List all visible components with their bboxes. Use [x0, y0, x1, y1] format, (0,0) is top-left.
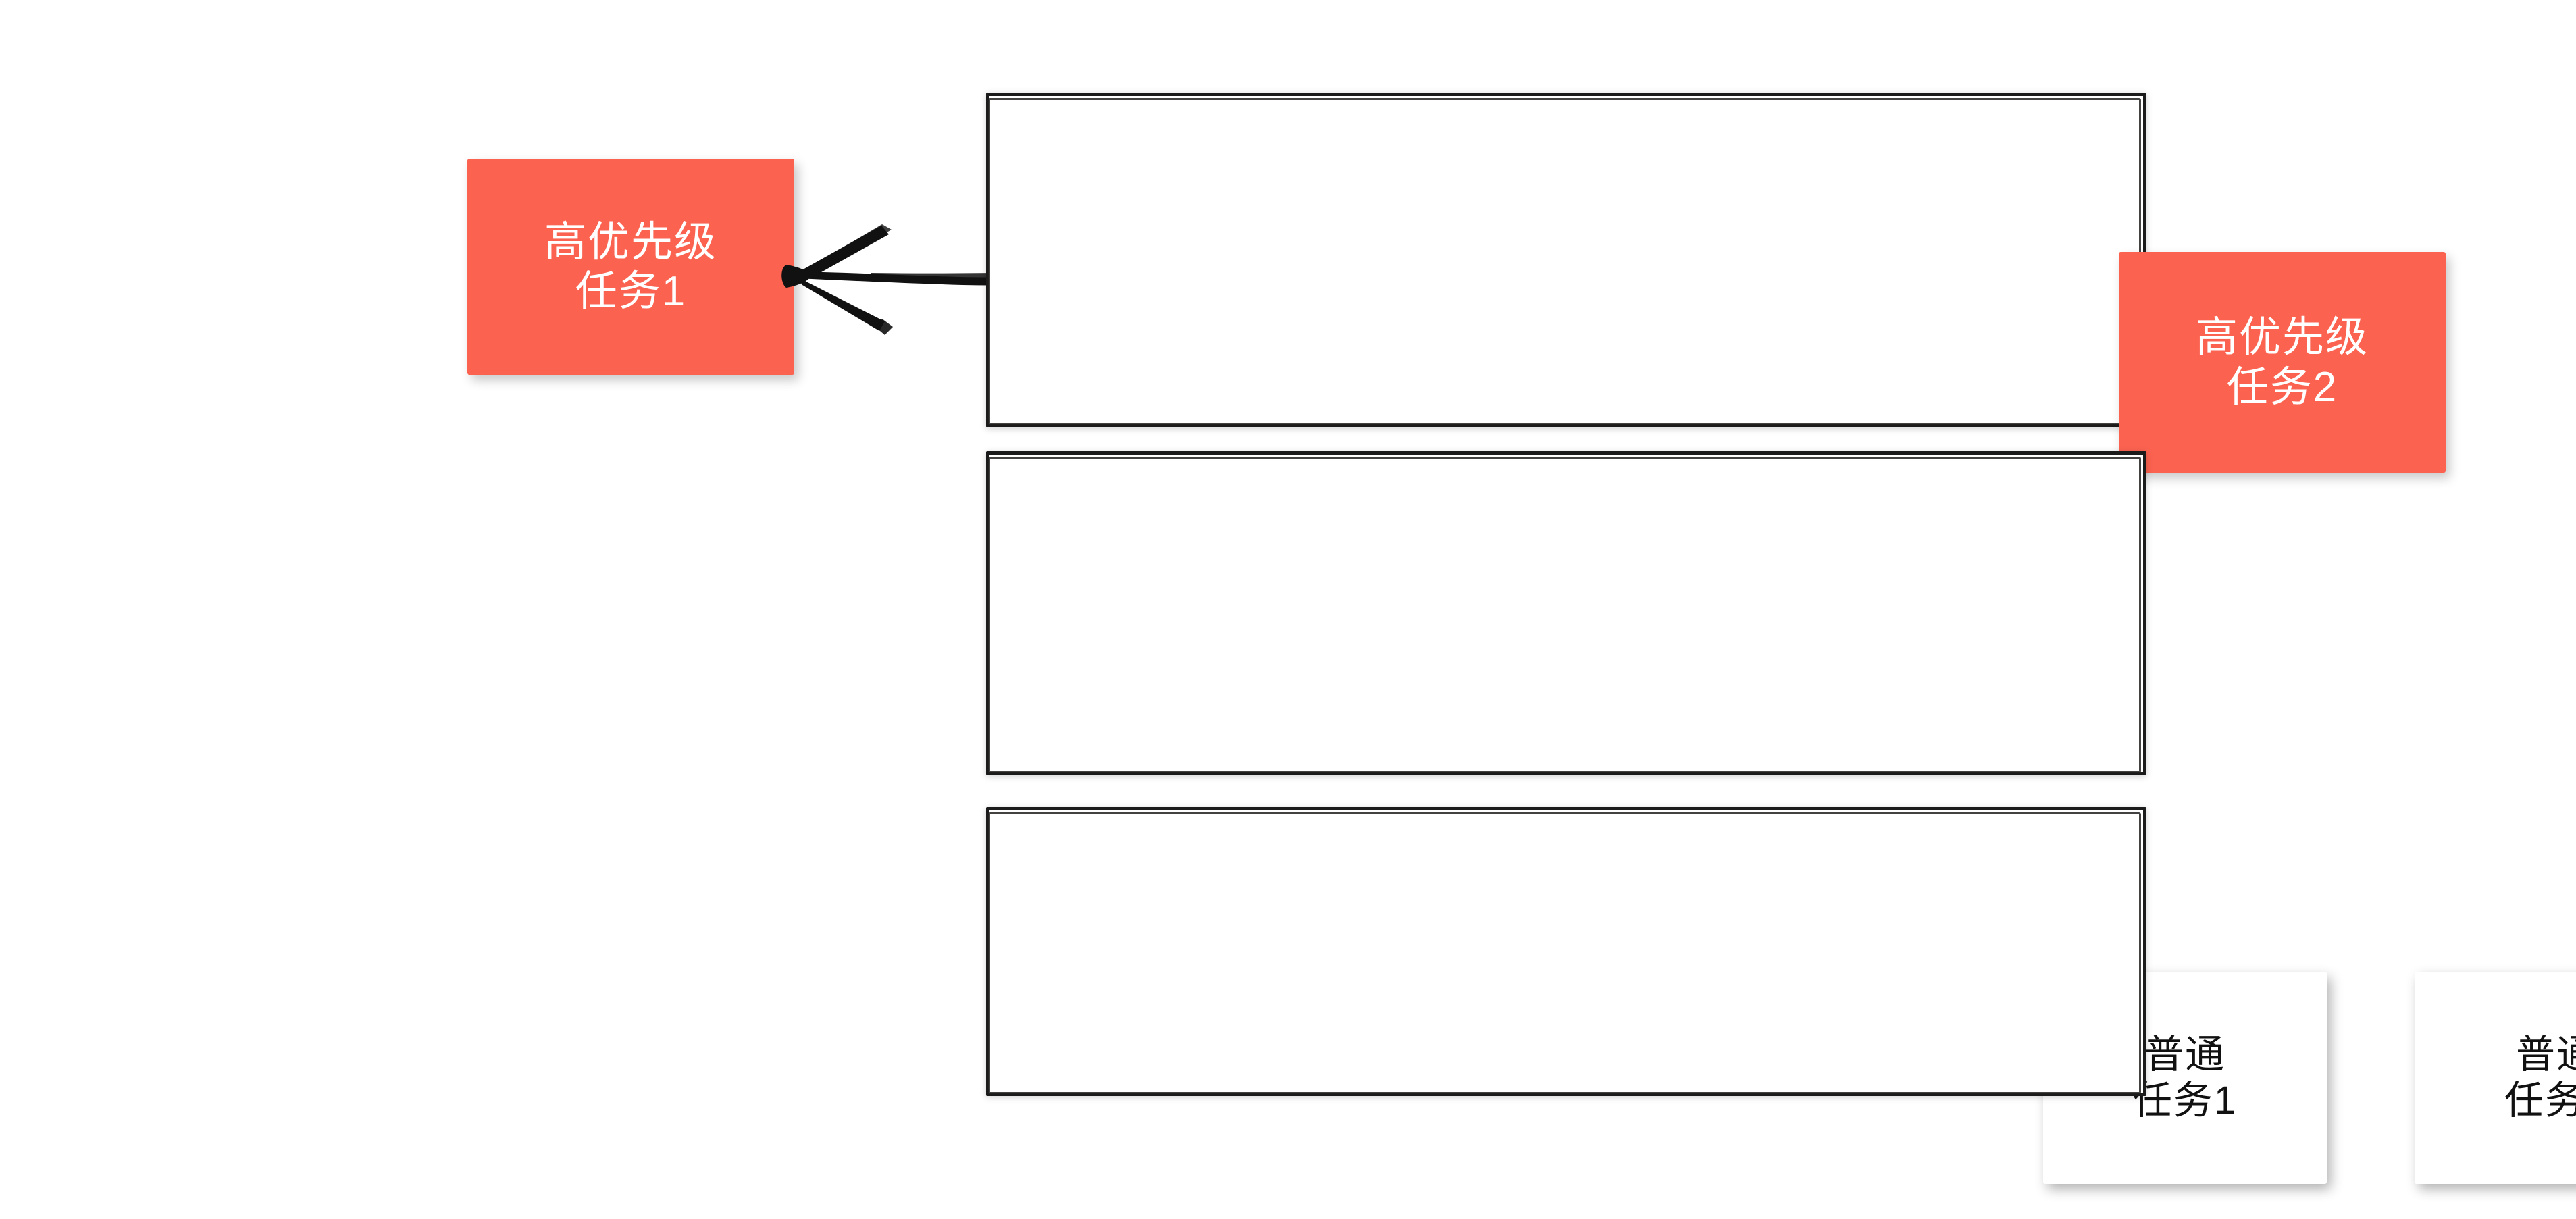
task-card-line-2: 任务1	[2132, 1079, 2238, 1122]
task-card-line-1: 普通	[2144, 1032, 2225, 1077]
task-card-line-1: 高优先级	[544, 218, 717, 265]
task-card-normal-2[interactable]: 普通 任务2	[2415, 972, 2576, 1184]
task-card-high-2[interactable]: 高优先级 任务2	[2119, 252, 2446, 473]
task-card-line-2: 任务2	[2504, 1079, 2576, 1122]
task-card-line-2: 任务2	[2226, 363, 2338, 411]
normal-priority-queue: 普通 任务1 普通 任务2 普通 任务3	[986, 451, 2576, 1184]
task-card-line-1: 高优先级	[2195, 314, 2369, 361]
low-priority-queue: 低优先级 任务3 低优先级 任务2 低优先级 任务3	[986, 807, 2146, 1096]
high-priority-queue: 高优先级 任务2	[986, 93, 2446, 473]
task-card-line-2: 任务1	[575, 268, 687, 315]
dequeued-task-card[interactable]: 高优先级 任务1	[467, 159, 794, 375]
task-card-line-1: 普通	[2515, 1032, 2576, 1077]
